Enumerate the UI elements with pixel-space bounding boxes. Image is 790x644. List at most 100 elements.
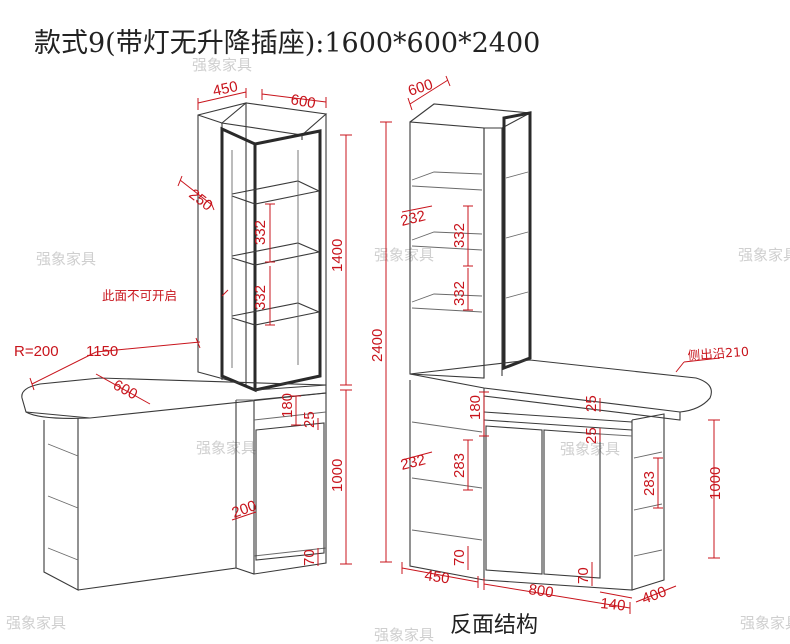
- dim-1000: 1000: [329, 459, 346, 492]
- dim-line-600-back: [407, 75, 451, 111]
- dim-2400: 2400: [369, 329, 386, 362]
- dim-line-283-right: [653, 457, 663, 509]
- dim-283-right: 283: [641, 471, 658, 496]
- lower-cabinet-body: [77, 400, 237, 591]
- dim-line-140: [599, 591, 633, 599]
- dim-line-250: [177, 175, 215, 211]
- back-door-left: [485, 425, 543, 575]
- watermarks: 强象家具 强象家具 强象家具 强象家具 强象家具 强象家具 强象家具 强象家具 …: [6, 56, 790, 644]
- page-title: 款式9(带灯无升降插座):1600*600*2400: [34, 28, 540, 59]
- dim-25: 25: [301, 411, 318, 428]
- dim-line-232-upper: [401, 205, 433, 213]
- note-leader: [221, 289, 229, 297]
- back-counter-top: [409, 359, 712, 413]
- dim-70: 70: [301, 549, 318, 566]
- dim-250: 250: [186, 186, 216, 215]
- dim-1150: 1150: [86, 343, 118, 360]
- note-side-edge: 侧出沿210: [687, 344, 749, 363]
- dim-line-800: [483, 578, 631, 614]
- dim-1400: 1400: [329, 239, 346, 272]
- back-counter-edge: [483, 388, 681, 421]
- shelf: [231, 242, 320, 266]
- dim-line-283-left: [463, 439, 473, 491]
- dim-line-600-top: [261, 89, 327, 108]
- watermark: 强象家具: [36, 250, 96, 268]
- counter-edge: [25, 411, 91, 419]
- dim-line-400: [635, 585, 677, 603]
- dim-line-450: [197, 88, 247, 110]
- tall-back-edge: [483, 128, 503, 378]
- watermark: 强象家具: [740, 614, 790, 632]
- dim-332-upper-back: 332: [451, 223, 468, 248]
- side-edge-leader: [675, 357, 721, 373]
- dim-line-332-lower: [265, 266, 275, 326]
- front-view: [21, 88, 352, 591]
- dim-450-back: 450: [423, 567, 450, 587]
- dim-232-upper: 232: [399, 207, 427, 230]
- shelf: [231, 302, 320, 326]
- dim-line-2400: [380, 121, 392, 563]
- watermark: 强象家具: [374, 626, 434, 644]
- dim-70-right: 70: [575, 567, 592, 584]
- view-caption: 反面结构: [450, 613, 538, 638]
- dim-line-200: [231, 511, 257, 521]
- dim-332-lower: 332: [252, 285, 269, 310]
- cabinet-door: [255, 422, 325, 561]
- dim-600-top: 600: [289, 91, 317, 112]
- watermark: 强象家具: [738, 246, 790, 264]
- back-shelves: [411, 185, 483, 313]
- back-view: [380, 75, 721, 614]
- back-lower-shelves: [411, 421, 483, 541]
- dim-70-left: 70: [451, 549, 468, 566]
- dim-line-1000-back: [708, 419, 720, 559]
- dim-line-332-lower-back: [463, 268, 473, 311]
- dim-line-332-upper: [265, 203, 275, 263]
- back-shelves-top: [411, 171, 483, 303]
- dim-line-450-back: [401, 562, 479, 588]
- back-side-shelves: [633, 451, 663, 557]
- dim-600-back: 600: [406, 76, 435, 100]
- cabinet-inner-edge: [231, 150, 299, 368]
- watermark: 强象家具: [196, 439, 256, 457]
- dim-line-1400: [340, 134, 352, 386]
- dim-332-lower-back: 332: [451, 281, 468, 306]
- dim-line-1150: [29, 337, 201, 391]
- dim-25-a: 25: [583, 395, 600, 412]
- dim-283-left: 283: [451, 453, 468, 478]
- radius-label: R=200: [14, 343, 59, 360]
- dim-1000-back: 1000: [707, 467, 724, 500]
- dim-line-600-counter: [95, 373, 151, 405]
- dim-400: 400: [640, 583, 669, 608]
- dim-line-232-lower: [401, 451, 433, 461]
- back-side-joint: [599, 433, 633, 437]
- end-shelves: [47, 443, 79, 561]
- dim-600-counter: 600: [110, 377, 140, 404]
- dim-232-lower: 232: [399, 451, 427, 474]
- lower-cabinet-front: [235, 392, 327, 575]
- dim-line-180: [291, 395, 301, 426]
- watermark: 强象家具: [560, 440, 620, 458]
- back-glass-shelves: [505, 171, 529, 299]
- tall-back-glass: [502, 111, 532, 371]
- dim-800: 800: [527, 581, 554, 601]
- watermark: 强象家具: [374, 246, 434, 264]
- dim-180: 180: [279, 393, 296, 418]
- tall-cabinet-side-inner: [197, 114, 223, 380]
- tall-cabinet-back-edge: [254, 114, 327, 391]
- shelf: [231, 180, 320, 205]
- dim-25-b: 25: [583, 427, 600, 444]
- glass-door-front: [254, 129, 322, 392]
- dim-140: 140: [600, 595, 627, 615]
- watermark: 强象家具: [192, 56, 252, 74]
- back-side-shelf: [631, 413, 665, 591]
- dim-180-back: 180: [467, 395, 484, 420]
- drawer-lines: [253, 411, 327, 557]
- back-drawer-line: [483, 411, 633, 431]
- open-shelf-end: [43, 418, 79, 591]
- dim-450: 450: [211, 78, 239, 100]
- back-door-right: [543, 429, 601, 579]
- dim-line-1000: [340, 389, 352, 565]
- dim-332-upper: 332: [252, 220, 269, 245]
